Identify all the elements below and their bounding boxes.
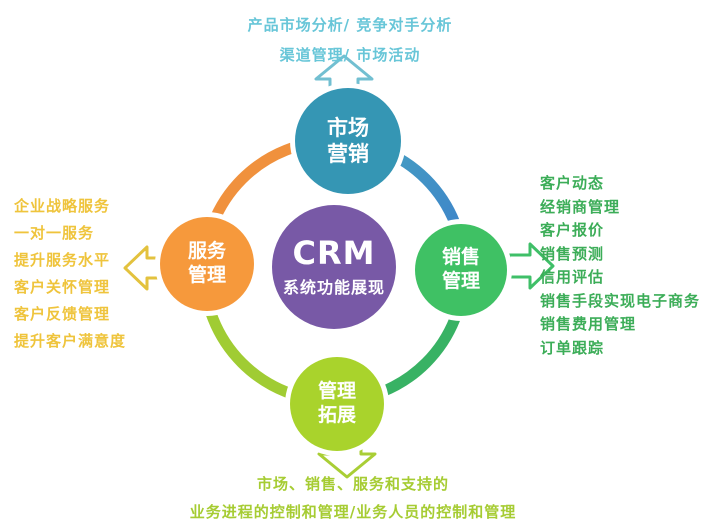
- node-label: 服务: [187, 240, 226, 263]
- list-item: 订单跟踪: [540, 338, 605, 357]
- list-item: 销售费用管理: [540, 315, 637, 333]
- list-item: 客户反馈管理: [14, 305, 111, 323]
- node-service: 服务 管理: [160, 217, 254, 311]
- list-item: 企业战略服务: [14, 197, 111, 215]
- list-item: 销售预测: [540, 244, 605, 263]
- node-label: 管理: [441, 270, 480, 292]
- marketing-notes: 产品市场分析/ 竞争对手分析 渠道管理/ 市场活动: [170, 14, 530, 74]
- expansion-note-line: 业务进程的控制和管理/业务人员的控制和管理: [189, 503, 517, 521]
- arrow-right-icon: [507, 242, 555, 290]
- expansion-notes: 市场、销售、服务和支持的 业务进程的控制和管理/业务人员的控制和管理: [8, 473, 698, 529]
- node-sales: 销售 管理: [415, 224, 507, 316]
- list-item: 信用评估: [540, 268, 605, 286]
- list-item: 一对一服务: [14, 224, 95, 242]
- marketing-note-line: 渠道管理/ 市场活动: [279, 46, 421, 64]
- node-label: 市场: [327, 115, 369, 140]
- node-label: 拓展: [317, 404, 356, 426]
- list-item: 经销商管理: [540, 197, 621, 216]
- arrow-left-icon: [123, 245, 161, 291]
- node-label: 管理: [317, 380, 356, 403]
- crm-title: CRM: [292, 234, 376, 273]
- node-label: 营销: [327, 142, 369, 166]
- node-expansion: 管理 拓展: [290, 357, 384, 451]
- list-item: 提升客户满意度: [14, 332, 127, 350]
- node-crm-center: CRM 系统功能展现: [272, 205, 396, 329]
- node-label: 销售: [441, 246, 480, 269]
- node-marketing: 市场 营销: [295, 88, 401, 194]
- list-item: 客户报价: [540, 221, 605, 239]
- marketing-note-line: 产品市场分析/ 竞争对手分析: [247, 16, 453, 34]
- service-feature-list: 企业战略服务 一对一服务 提升服务水平 客户关怀管理 客户反馈管理 提升客户满意…: [14, 193, 126, 355]
- list-item: 客户动态: [540, 174, 605, 192]
- node-label: 管理: [187, 264, 226, 286]
- list-item: 销售手段实现电子商务: [540, 291, 701, 310]
- expansion-note-line: 市场、销售、服务和支持的: [256, 475, 449, 493]
- crm-subtitle: 系统功能展现: [282, 277, 385, 297]
- list-item: 提升服务水平: [14, 251, 111, 269]
- sales-feature-list: 客户动态 经销商管理 客户报价 销售预测 信用评估 销售手段实现电子商务 销售费…: [540, 172, 700, 360]
- list-item: 客户关怀管理: [14, 278, 111, 296]
